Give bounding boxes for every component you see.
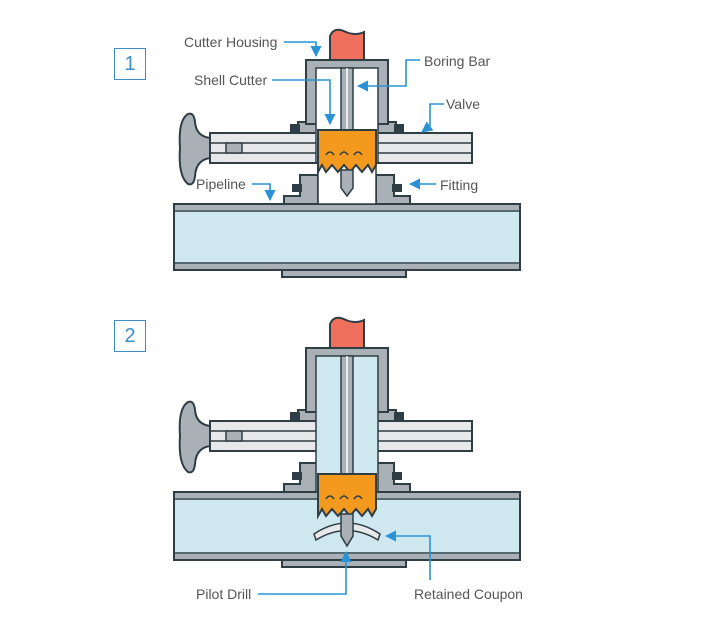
panel-1-leaders <box>252 41 444 202</box>
pilot-drill-1 <box>340 169 354 198</box>
pipeline-1 <box>173 203 521 271</box>
label-valve: Valve <box>446 96 480 112</box>
shell-cutter-2 <box>317 473 377 520</box>
valve-gate-right-2 <box>375 420 473 452</box>
label-fitting: Fitting <box>440 177 479 193</box>
panel-2-leaders <box>258 530 431 595</box>
step-1-badge: 1 <box>114 48 146 80</box>
label-pipeline: Pipeline <box>196 176 246 192</box>
motor-1 <box>329 28 365 61</box>
valve-handwheel-2 <box>178 400 211 474</box>
label-retained-coupon: Retained Coupon <box>414 586 523 602</box>
label-pilot-drill: Pilot Drill <box>196 586 252 602</box>
panel-2-assembly <box>173 316 521 568</box>
valve-gate-right-1 <box>375 132 473 164</box>
label-cutter-housing: Cutter Housing <box>184 34 278 50</box>
motor-2 <box>329 316 365 349</box>
label-boring-bar: Boring Bar <box>424 53 491 69</box>
shell-cutter-1 <box>317 129 377 176</box>
label-shell-cutter: Shell Cutter <box>194 72 268 88</box>
valve-handwheel-1 <box>178 112 211 186</box>
pilot-drill-2 <box>340 513 354 548</box>
retained-coupon <box>313 522 381 542</box>
panel-1-assembly <box>173 28 521 278</box>
step-2-badge: 2 <box>114 320 146 352</box>
